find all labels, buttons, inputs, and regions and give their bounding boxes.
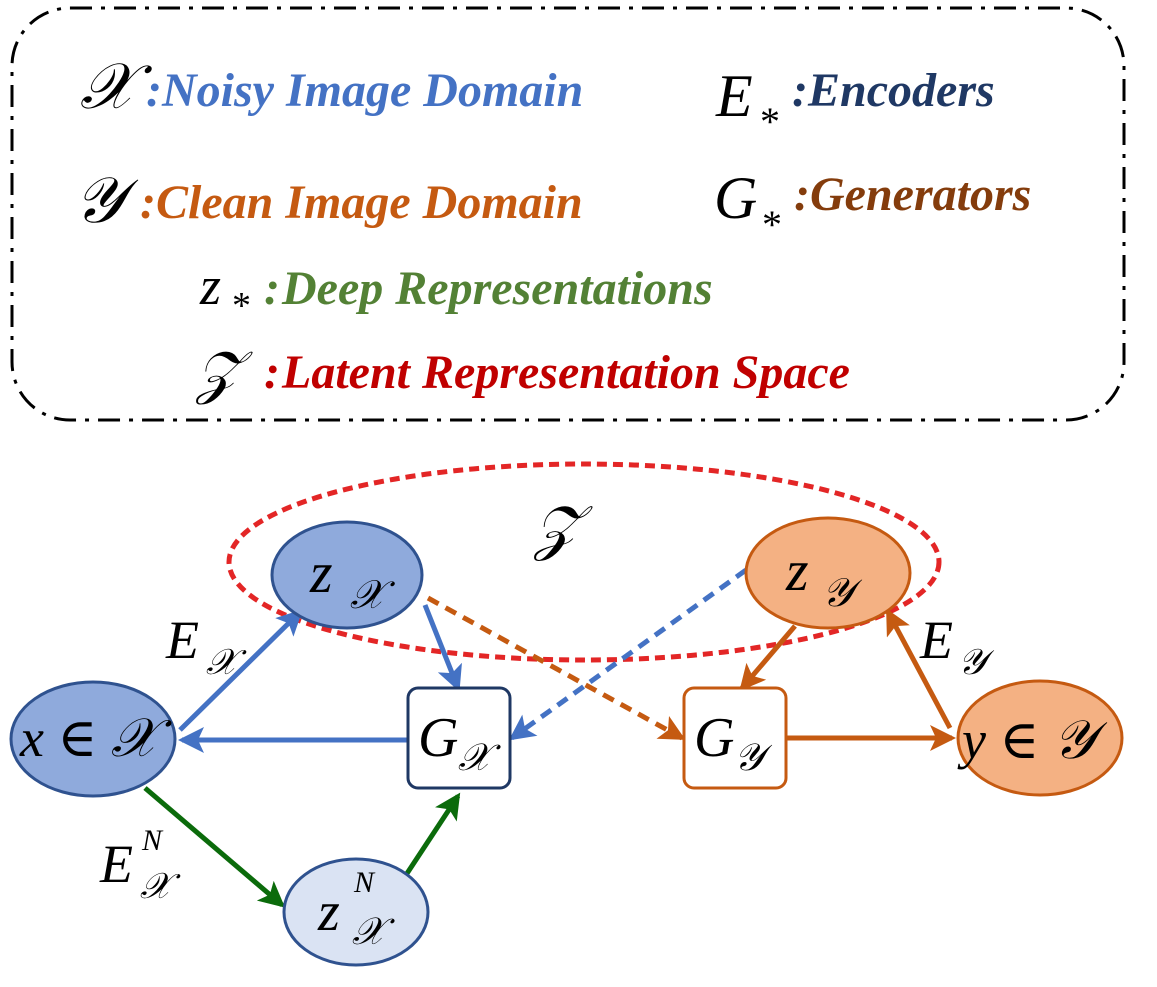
legend-item-latent-space: 𝒵 : Latent Representation Space xyxy=(195,340,850,405)
noisy-domain-label: Noisy Image Domain xyxy=(161,64,583,117)
latent-space-label: Latent Representation Space xyxy=(281,346,850,399)
legend-item-encoders: E * : Encoders xyxy=(715,63,995,144)
node-z-y: z 𝒴 xyxy=(744,516,912,630)
edge-label-e-x-sub: 𝒳 xyxy=(206,642,247,682)
legend-item-generators: G * : Generators xyxy=(714,165,1031,247)
edge-zx-to-gy-dashed xyxy=(426,595,686,741)
generators-colon: : xyxy=(794,168,810,221)
clean-domain-symbol: 𝒴 xyxy=(74,165,139,236)
legend-item-deep-representations: z * : Deep Representations xyxy=(199,256,713,327)
legend-box xyxy=(10,6,1126,422)
node-z-x-n-main: z xyxy=(317,881,340,943)
node-z-x-n-sup: N xyxy=(353,866,376,899)
node-y-label: y ∈ 𝒴 xyxy=(957,710,1108,770)
deep-rep-subscript: * xyxy=(232,285,251,327)
latent-space-symbol: 𝒵 xyxy=(195,340,253,405)
latent-space-ellipse xyxy=(226,461,942,663)
encoders-label: Encoders xyxy=(807,64,995,117)
edge-zxn-to-gx xyxy=(401,792,461,880)
node-z-x: z 𝒳 xyxy=(270,520,424,630)
edge-label-e-y: E 𝒴 xyxy=(919,610,995,682)
edge-label-e-y-sub: 𝒴 xyxy=(958,642,995,682)
node-x: x ∈ 𝒳 xyxy=(9,680,177,798)
edge-zy-to-gy xyxy=(739,624,797,692)
edge-label-e-x: E 𝒳 xyxy=(165,610,247,682)
deep-rep-colon: : xyxy=(264,262,280,315)
edge-zx-to-gx xyxy=(422,604,462,692)
node-g-y-main: G xyxy=(694,707,734,769)
latent-space-colon: : xyxy=(264,346,280,399)
edge-label-e-x-main: E xyxy=(165,610,199,670)
edge-x-to-zxn xyxy=(143,786,286,908)
edge-zy-to-gx-dashed xyxy=(508,567,748,741)
noisy-domain-colon: : xyxy=(146,64,162,117)
node-g-y: G 𝒴 xyxy=(682,686,788,790)
latent-space-diagram-label: 𝒵 xyxy=(532,495,593,561)
legend-item-noisy-domain: 𝒳 : Noisy Image Domain xyxy=(80,51,583,122)
generators-symbol: G xyxy=(714,165,757,231)
edge-y-to-zy xyxy=(885,608,953,730)
node-z-x-main: z xyxy=(309,540,333,605)
node-y: y ∈ 𝒴 xyxy=(956,679,1124,797)
edge-label-e-x-n-main: E xyxy=(99,834,133,894)
node-z-y-main: z xyxy=(785,538,809,603)
node-z-x-n: z 𝒳 N xyxy=(282,857,430,967)
legend-item-clean-domain: 𝒴 : Clean Image Domain xyxy=(74,165,583,236)
clean-domain-colon: : xyxy=(140,176,156,229)
node-g-x: G 𝒳 xyxy=(406,686,512,790)
edge-label-e-x-n-sup: N xyxy=(141,824,164,857)
generators-subscript: * xyxy=(762,202,782,247)
node-g-x-main: G xyxy=(418,707,458,769)
clean-domain-label: Clean Image Domain xyxy=(156,176,583,229)
edge-x-to-zx xyxy=(178,609,303,732)
edge-label-e-x-n: E 𝒳 N xyxy=(99,824,181,906)
generators-label: Generators xyxy=(810,168,1031,221)
noisy-domain-symbol: 𝒳 xyxy=(80,51,153,122)
encoders-symbol: E xyxy=(715,63,753,129)
edge-label-e-x-n-sub: 𝒳 xyxy=(140,866,181,906)
encoders-subscript: * xyxy=(760,99,780,144)
node-x-label: x ∈ 𝒳 xyxy=(19,708,172,768)
deep-rep-symbol: z xyxy=(199,256,221,316)
deep-rep-label: Deep Representations xyxy=(281,262,713,315)
edge-label-e-y-main: E xyxy=(919,610,953,670)
encoders-colon: : xyxy=(792,64,808,117)
